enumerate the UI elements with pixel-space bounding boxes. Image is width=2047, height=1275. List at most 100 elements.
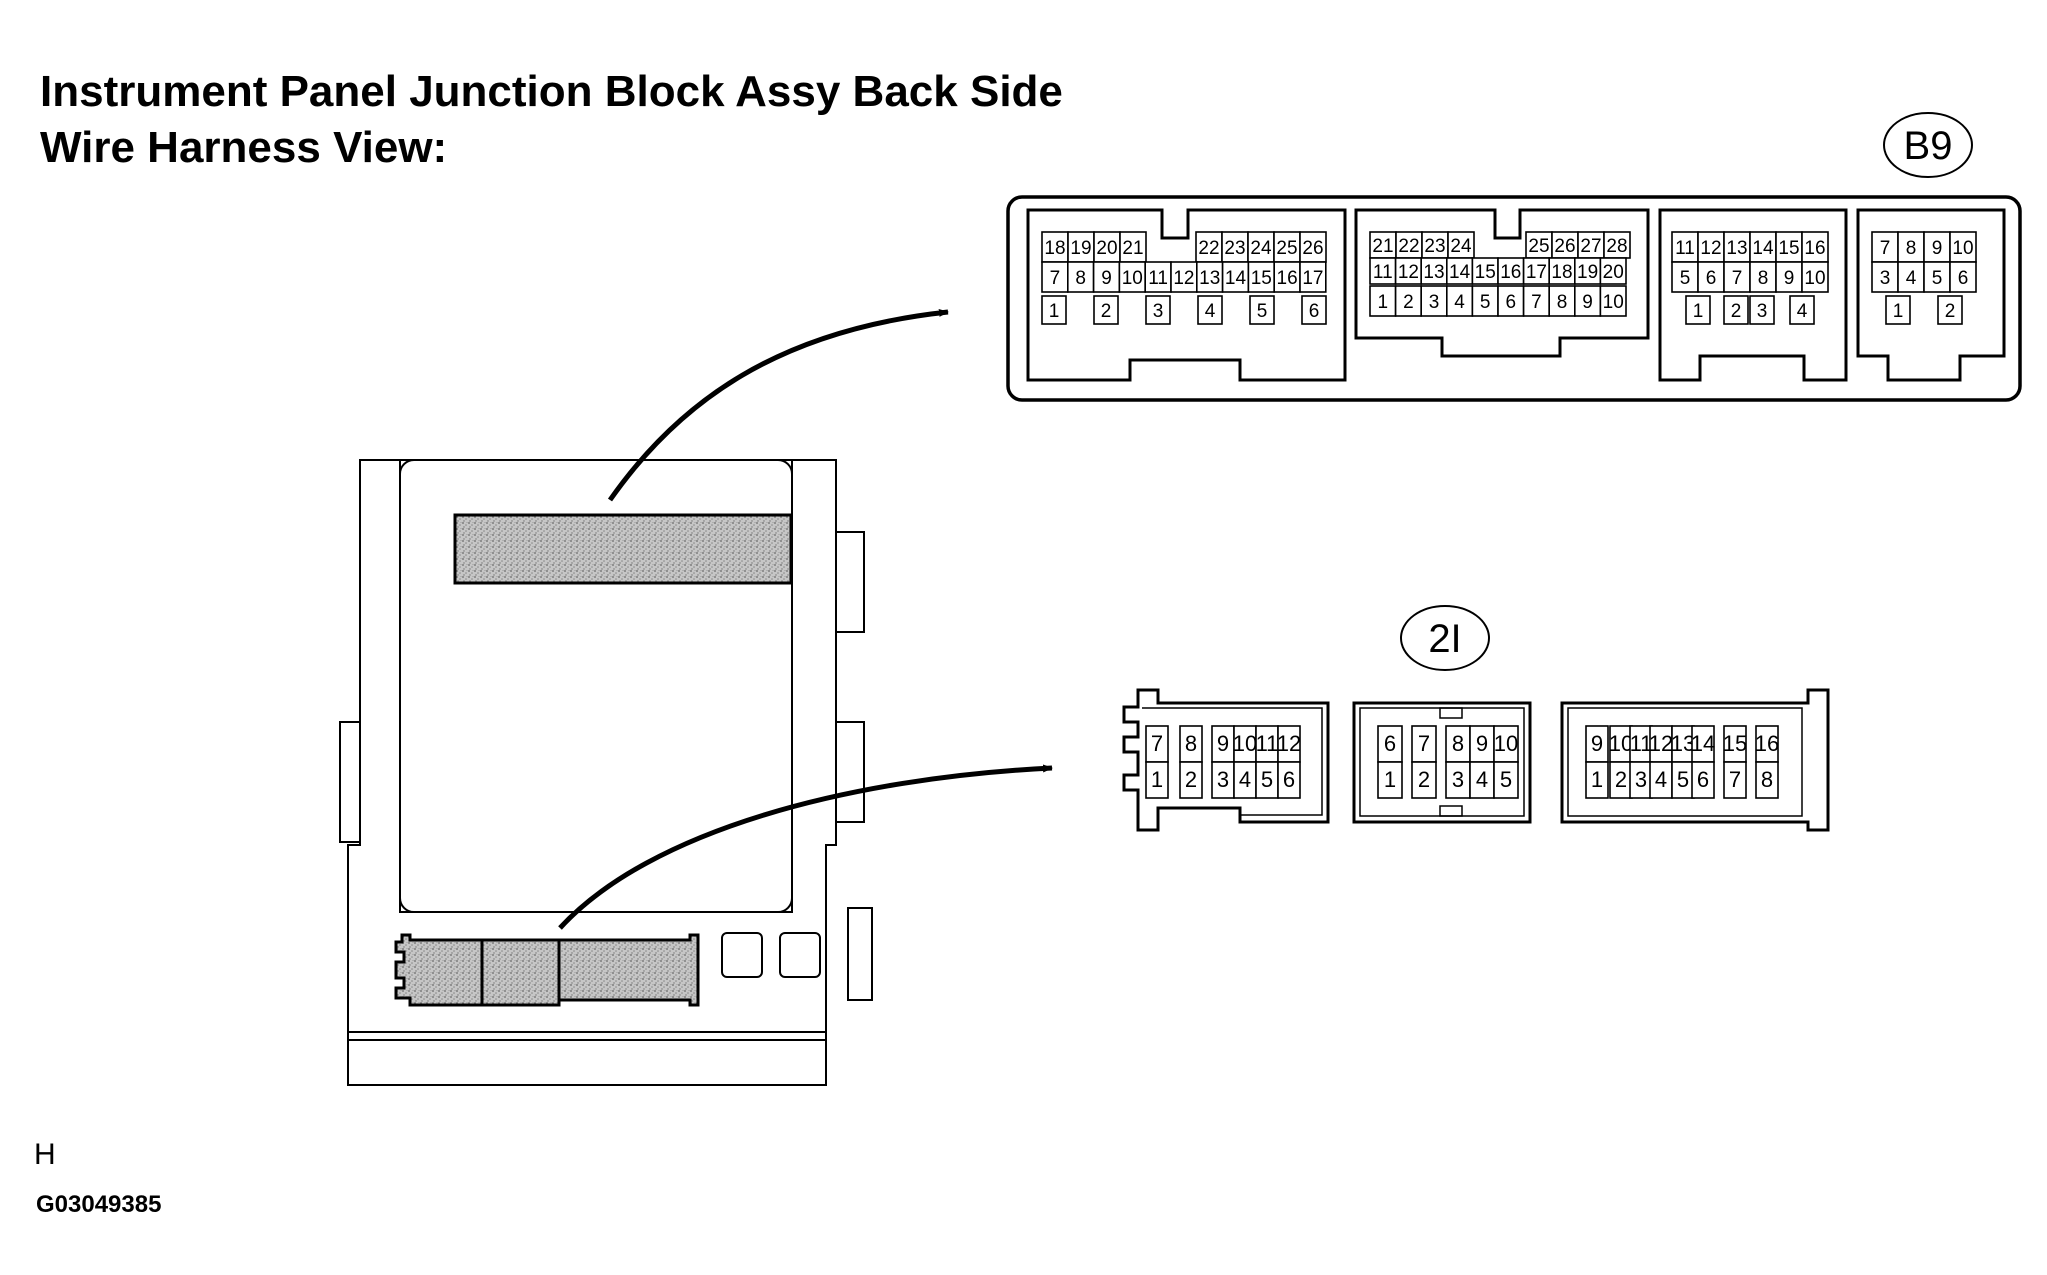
b9-s1-pin-label: 1 [1049, 301, 1060, 322]
c2i-r-pin-label: 12 [1649, 731, 1673, 756]
b9-s2-pin-label: 1 [1378, 292, 1389, 313]
b9-s1-pin-label: 7 [1050, 268, 1061, 289]
b9-s2-pin-cell [1574, 285, 1602, 317]
b9-s1-pin-label: 12 [1173, 268, 1194, 289]
b9-s2-pin-label: 20 [1603, 262, 1624, 283]
b9-s1-pin-label: 2 [1101, 301, 1112, 322]
b9-s3-pin-cell [1697, 261, 1725, 293]
c2i-r-pin-label: 16 [1755, 731, 1779, 756]
b9-s2-pin-cell [1420, 257, 1448, 285]
b9-s3-pin-cell [1801, 261, 1829, 293]
b9-s2-pin-cell [1574, 257, 1602, 285]
c2i-r-pin-cell [1691, 761, 1715, 799]
b9-s1-pin-cell [1249, 295, 1275, 325]
b9-s1-pin-label: 17 [1302, 268, 1323, 289]
conn-2i-right-housing [1560, 688, 1830, 832]
b9-s1-pin-cell [1299, 261, 1327, 293]
b9-s1-pin-label: 15 [1251, 268, 1272, 289]
b9-s3-pin-label: 10 [1804, 268, 1825, 289]
side-tab [835, 721, 865, 823]
b9-s2-pin-label: 27 [1580, 236, 1601, 257]
b9-s3-pin-cell [1723, 261, 1751, 293]
tag-2i: 2I [1400, 605, 1490, 671]
b9-s1-pin-label: 18 [1044, 238, 1065, 259]
b9-s3-pin-cell [1749, 261, 1777, 293]
receptacle-b9 [453, 513, 793, 585]
b9-s2-pin-label: 12 [1398, 262, 1419, 283]
b9-s3-pin-cell [1749, 295, 1775, 325]
b9-s2-pin-label: 25 [1528, 236, 1549, 257]
b9-s1-pin-label: 13 [1199, 268, 1220, 289]
b9-s4-pin-label: 5 [1932, 268, 1943, 289]
c2i-l-pin-label: 2 [1185, 767, 1197, 792]
c2i-m-pin-label: 7 [1418, 731, 1430, 756]
arrow-to-b9 [607, 308, 949, 502]
c2i-m-pin-label: 1 [1384, 767, 1396, 792]
b9-s2-pin-cell [1522, 257, 1550, 285]
footer-code: G03049385 [36, 1191, 161, 1218]
b9-s1-pin-cell [1197, 295, 1223, 325]
b9-s2-pin-label: 8 [1557, 292, 1568, 313]
c2i-r-pin-cell [1723, 761, 1747, 799]
b9-s1-pin-cell [1118, 261, 1147, 293]
c2i-l-pin-label: 9 [1217, 731, 1229, 756]
c2i-m-pin-cell [1469, 761, 1495, 799]
b9-s1-pin-label: 11 [1148, 268, 1168, 289]
b9-s2-pin-label: 28 [1606, 236, 1627, 257]
b9-s2-pin-label: 9 [1582, 292, 1593, 313]
b9-s3-pin-label: 3 [1757, 301, 1768, 322]
c2i-m-pin-cell [1411, 761, 1437, 799]
b9-s4-pin-label: 1 [1893, 301, 1904, 322]
b9-s3-pin-label: 5 [1680, 268, 1691, 289]
b9-s4-pin-cell [1949, 261, 1977, 293]
b9-section-2-housing [1354, 208, 1650, 358]
c2i-l-pin-label: 11 [1256, 731, 1279, 756]
b9-s1-pin-cell [1301, 295, 1327, 325]
b9-s1-pin-cell [1221, 261, 1250, 293]
arrow-to-2i [558, 764, 1053, 930]
c2i-r-pin-label: 9 [1591, 731, 1603, 756]
b9-s3-pin-cell [1723, 295, 1749, 325]
c2i-m-pin-label: 8 [1452, 731, 1464, 756]
c2i-m-pin-cell [1493, 725, 1519, 763]
receptacle-2i-middle [480, 938, 561, 1007]
b9-s1-pin-cell [1170, 261, 1198, 293]
c2i-l-pin-label: 12 [1277, 731, 1301, 756]
b9-s1-pin-label: 5 [1257, 301, 1268, 322]
b9-s2-pin-cell [1394, 257, 1422, 285]
b9-s1-pin-cell [1119, 231, 1147, 263]
c2i-l-pin-label: 10 [1233, 731, 1257, 756]
b9-s2-pin-label: 21 [1372, 236, 1393, 257]
b9-s2-pin-cell [1551, 231, 1579, 259]
c2i-r-pin-label: 7 [1729, 767, 1741, 792]
b9-s2-pin-cell [1394, 285, 1422, 317]
b9-s3-pin-label: 4 [1797, 301, 1808, 322]
footer-letter: H [34, 1138, 56, 1171]
b9-s1-pin-label: 9 [1101, 268, 1112, 289]
c2i-r-pin-label: 4 [1655, 767, 1667, 792]
b9-s1-pin-label: 10 [1122, 268, 1143, 289]
c2i-r-pin-label: 2 [1615, 767, 1627, 792]
side-tab [835, 531, 865, 633]
b9-s1-pin-label: 4 [1205, 301, 1216, 322]
b9-s3-pin-cell [1789, 295, 1815, 325]
b9-s2-pin-label: 5 [1480, 292, 1491, 313]
conn-2i-middle-inner [1359, 707, 1525, 817]
b9-s1-pin-label: 25 [1276, 238, 1297, 259]
b9-s2-pin-cell [1599, 285, 1627, 317]
b9-s4-pin-cell [1871, 261, 1899, 293]
b9-s3-pin-cell [1671, 231, 1699, 263]
c2i-l-pin-label: 3 [1217, 767, 1229, 792]
b9-section-1-housing [1026, 208, 1347, 382]
b9-s4-pin-cell [1885, 295, 1911, 325]
b9-s4-pin-label: 9 [1932, 238, 1943, 259]
b9-s1-pin-label: 26 [1302, 238, 1323, 259]
c2i-r-pin-label: 6 [1697, 767, 1709, 792]
b9-section-3-housing [1658, 208, 1848, 382]
c2i-m-pin-label: 4 [1476, 767, 1488, 792]
small-socket [721, 932, 763, 978]
c2i-m-pin-label: 2 [1418, 767, 1430, 792]
b9-s1-pin-label: 20 [1096, 238, 1117, 259]
c2i-l-pin-label: 1 [1151, 767, 1163, 792]
